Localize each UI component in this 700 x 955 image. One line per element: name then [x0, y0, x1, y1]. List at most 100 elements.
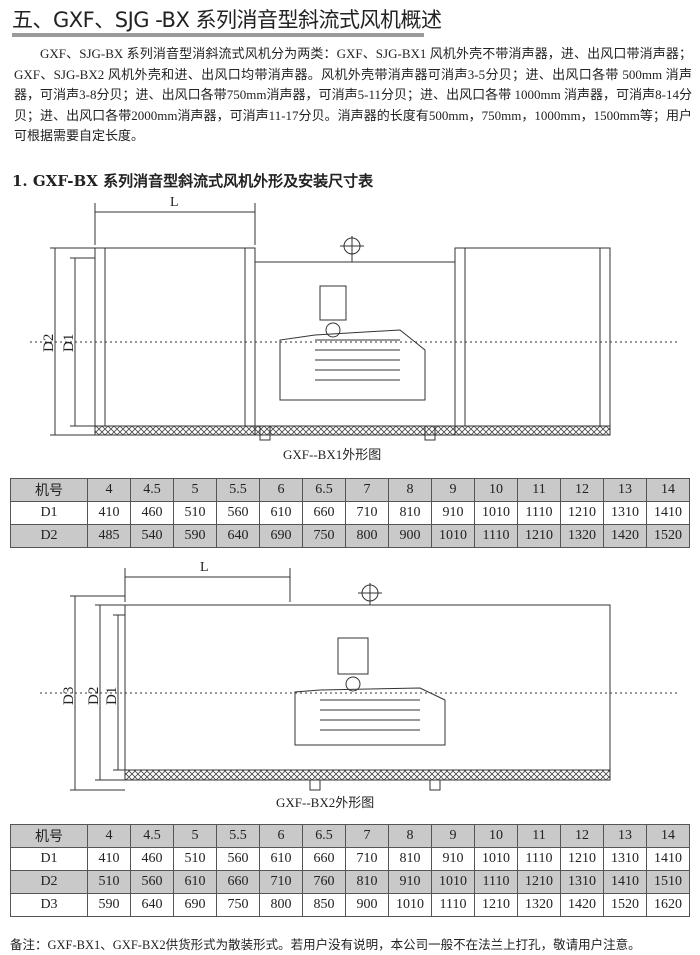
table-cell: 1310 [560, 870, 604, 894]
table-cell: 1310 [603, 847, 647, 871]
dim-label-l: L [200, 560, 209, 575]
table-cell: 1110 [517, 847, 561, 871]
table-cell: 1510 [646, 870, 690, 894]
gxf-bx2-diagram: L D3 D2 D1 [40, 560, 680, 791]
table-cell: 4 [87, 478, 131, 502]
row-label-cell: 机号 [10, 478, 88, 502]
table-cell: 1210 [560, 847, 604, 871]
table-cell: 13 [603, 478, 647, 502]
table-cell: 560 [216, 847, 260, 871]
table-cell: 8 [388, 478, 432, 502]
table-cell: 1010 [474, 501, 518, 525]
table-cell: 810 [345, 870, 389, 894]
table-cell: 1110 [517, 501, 561, 525]
page-title: 五、GXF、SJG -BX 系列消音型斜流式风机概述 [12, 8, 442, 32]
table-cell: 14 [646, 824, 690, 848]
table-cell: 1620 [646, 893, 690, 917]
table-cell: 510 [87, 870, 131, 894]
table-cell: 6.5 [302, 478, 346, 502]
table-cell: 1010 [474, 847, 518, 871]
table-cell: 410 [87, 501, 131, 525]
table-cell: 5 [173, 478, 217, 502]
table-cell: 900 [345, 893, 389, 917]
table-cell: 560 [216, 501, 260, 525]
dim-label-d3: D3 [61, 687, 77, 705]
table-cell: 8 [388, 824, 432, 848]
table-cell: 5 [173, 824, 217, 848]
table-cell: 12 [560, 824, 604, 848]
table-cell: 10 [474, 478, 518, 502]
table-cell: 1110 [474, 524, 518, 548]
table-cell: 560 [130, 870, 174, 894]
table-cell: 4.5 [130, 824, 174, 848]
dim-label-d2: D2 [86, 687, 102, 705]
table-cell: 510 [173, 847, 217, 871]
dim-label-l: L [170, 195, 179, 210]
table-cell: 11 [517, 478, 561, 502]
table-cell: 910 [388, 870, 432, 894]
intro-paragraph: GXF、SJG-BX 系列消音型消斜流式风机分为两类：GXF、SJG-BX1 风… [14, 46, 692, 144]
table-cell: 540 [130, 524, 174, 548]
table-cell: 800 [259, 893, 303, 917]
table-cell: 910 [431, 501, 475, 525]
table-cell: 1110 [474, 870, 518, 894]
table-cell: 750 [216, 893, 260, 917]
table-cell: 410 [87, 847, 131, 871]
table-cell: 910 [431, 847, 475, 871]
table-cell: 7 [345, 824, 389, 848]
table-cell: 690 [173, 893, 217, 917]
table-cell: 4.5 [130, 478, 174, 502]
diagram1-caption: GXF--BX1外形图 [283, 447, 382, 462]
table-cell: 1410 [646, 847, 690, 871]
table-cell: 710 [259, 870, 303, 894]
table-cell: 1520 [646, 524, 690, 548]
table-cell: 1010 [431, 870, 475, 894]
table-cell: 9 [431, 478, 475, 502]
table-cell: 6.5 [302, 824, 346, 848]
table-cell: 5.5 [216, 824, 260, 848]
table-cell: 750 [302, 524, 346, 548]
table-cell: 1210 [474, 893, 518, 917]
table-cell: 4 [87, 824, 131, 848]
table-cell: 850 [302, 893, 346, 917]
table-cell: 690 [259, 524, 303, 548]
table-cell: 640 [130, 893, 174, 917]
table-cell: 610 [173, 870, 217, 894]
table-cell: 810 [388, 501, 432, 525]
table-cell: 610 [259, 501, 303, 525]
table-cell: 760 [302, 870, 346, 894]
table-cell: 710 [345, 501, 389, 525]
footnote: 备注：GXF-BX1、GXF-BX2供货形式为散装形式。若用户没有说明，本公司一… [10, 938, 641, 952]
table-cell: 1310 [603, 501, 647, 525]
table-cell: 460 [130, 847, 174, 871]
table-cell: 1010 [431, 524, 475, 548]
table-cell: 13 [603, 824, 647, 848]
table-cell: 640 [216, 524, 260, 548]
section-heading: 1. GXF-BX 系列消音型斜流式风机外形及安装尺寸表 [12, 172, 374, 190]
table-cell: 610 [259, 847, 303, 871]
table-cell: 11 [517, 824, 561, 848]
table-cell: 485 [87, 524, 131, 548]
table-cell: 1320 [517, 893, 561, 917]
dim-label-d2: D2 [41, 334, 57, 352]
table-cell: 590 [87, 893, 131, 917]
table-cell: 460 [130, 501, 174, 525]
title-underline [12, 33, 424, 37]
table-cell: 800 [345, 524, 389, 548]
dim-label-d1: D1 [104, 687, 120, 705]
table-cell: 1420 [603, 524, 647, 548]
table-cell: 1420 [560, 893, 604, 917]
table-cell: 6 [259, 478, 303, 502]
table-cell: 1410 [646, 501, 690, 525]
row-label-cell: D2 [10, 524, 88, 548]
table-cell: 10 [474, 824, 518, 848]
